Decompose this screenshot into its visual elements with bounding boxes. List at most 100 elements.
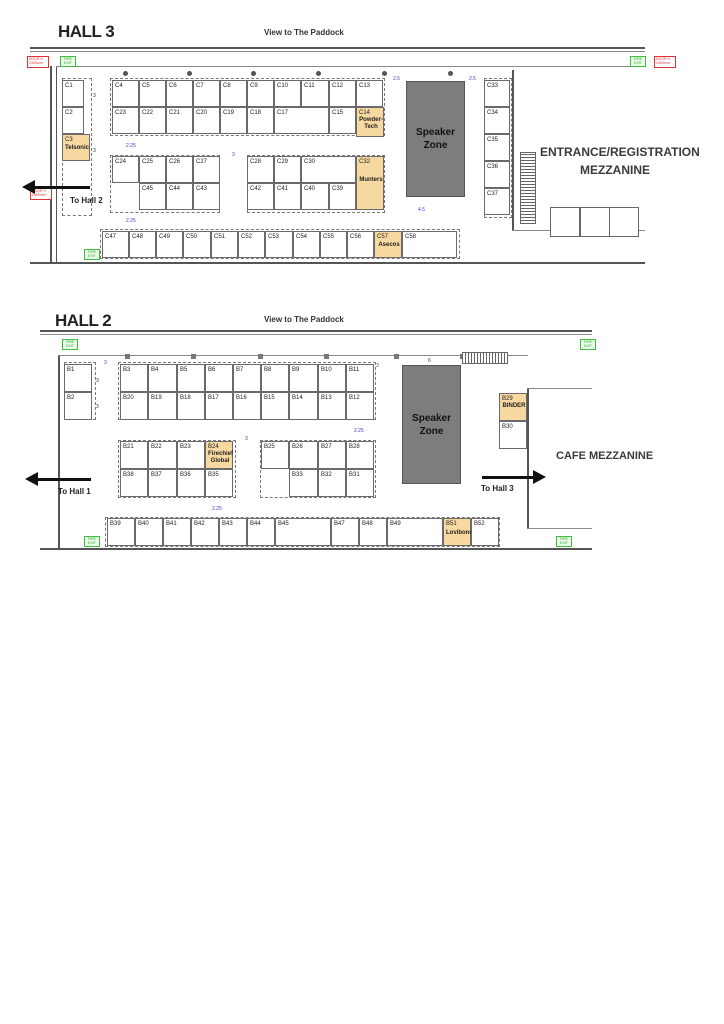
booth-c30[interactable]: C30 — [301, 156, 356, 183]
hall3-arrow-to-hall2[interactable] — [22, 180, 90, 194]
booth-b14[interactable]: B14 — [289, 392, 318, 420]
booth-b23[interactable]: B23 — [177, 441, 205, 469]
booth-c20[interactable]: C20 — [193, 107, 220, 134]
booth-c2[interactable]: C2 — [62, 107, 84, 134]
hall2-arrow-to-hall1[interactable] — [25, 472, 91, 486]
booth-b48[interactable]: B48 — [359, 518, 387, 546]
booth-c19[interactable]: C19 — [220, 107, 247, 134]
booth-b25[interactable]: B25 — [261, 441, 289, 469]
booth-c48[interactable]: C48 — [129, 231, 156, 258]
booth-b31[interactable]: B31 — [346, 469, 374, 497]
booth-b26[interactable]: B26 — [289, 441, 318, 469]
booth-b27[interactable]: B27 — [318, 441, 346, 469]
booth-b49[interactable]: B49 — [387, 518, 443, 546]
booth-c18[interactable]: C18 — [247, 107, 274, 134]
booth-b13[interactable]: B13 — [318, 392, 346, 420]
booth-b11[interactable]: B11 — [346, 364, 374, 392]
booth-b19[interactable]: B19 — [148, 392, 177, 420]
booth-c52[interactable]: C52 — [238, 231, 265, 258]
booth-c22[interactable]: C22 — [139, 107, 166, 134]
booth-c45[interactable]: C45 — [139, 183, 166, 210]
booth-b6[interactable]: B6 — [205, 364, 233, 392]
booth-b18[interactable]: B18 — [177, 392, 205, 420]
booth-b38[interactable]: B38 — [120, 469, 148, 497]
booth-c43[interactable]: C43 — [193, 183, 220, 210]
booth-c54[interactable]: C54 — [293, 231, 320, 258]
booth-c35[interactable]: C35 — [484, 134, 510, 161]
booth-c10[interactable]: C10 — [274, 80, 301, 107]
booth-b4[interactable]: B4 — [148, 364, 177, 392]
booth-b30[interactable]: B30 — [499, 421, 527, 449]
booth-b52[interactable]: B52 — [471, 518, 499, 546]
booth-c15[interactable]: C15 — [329, 107, 356, 134]
booth-b5[interactable]: B5 — [177, 364, 205, 392]
booth-c44[interactable]: C44 — [166, 183, 193, 210]
booth-c9[interactable]: C9 — [247, 80, 274, 107]
booth-b40[interactable]: B40 — [135, 518, 163, 546]
booth-c17[interactable]: C17 — [274, 107, 329, 134]
booth-b12[interactable]: B12 — [346, 392, 374, 420]
booth-b20[interactable]: B20 — [120, 392, 148, 420]
booth-c25[interactable]: C25 — [139, 156, 166, 183]
booth-b33[interactable]: B33 — [289, 469, 318, 497]
hall2-arrow-to-hall3[interactable] — [482, 470, 546, 484]
booth-b37[interactable]: B37 — [148, 469, 177, 497]
booth-c28[interactable]: C28 — [247, 156, 274, 183]
booth-b22[interactable]: B22 — [148, 441, 177, 469]
booth-b15[interactable]: B15 — [261, 392, 289, 420]
booth-c27[interactable]: C27 — [193, 156, 220, 183]
booth-b9[interactable]: B9 — [289, 364, 318, 392]
booth-b1[interactable]: B1 — [64, 364, 92, 392]
booth-c1[interactable]: C1 — [62, 80, 84, 107]
booth-c5[interactable]: C5 — [139, 80, 166, 107]
booth-c21[interactable]: C21 — [166, 107, 193, 134]
booth-b41[interactable]: B41 — [163, 518, 191, 546]
booth-c23[interactable]: C23 — [112, 107, 139, 134]
booth-c47[interactable]: C47 — [102, 231, 129, 258]
booth-c24[interactable]: C24 — [112, 156, 139, 183]
booth-c7[interactable]: C7 — [193, 80, 220, 107]
booth-c55[interactable]: C55 — [320, 231, 347, 258]
booth-c11[interactable]: C11 — [301, 80, 329, 107]
booth-c50[interactable]: C50 — [183, 231, 211, 258]
booth-b21[interactable]: B21 — [120, 441, 148, 469]
booth-c49[interactable]: C49 — [156, 231, 183, 258]
booth-b45[interactable]: B45 — [275, 518, 331, 546]
booth-c26[interactable]: C26 — [166, 156, 193, 183]
booth-b32[interactable]: B32 — [318, 469, 346, 497]
booth-c58[interactable]: C58 — [402, 231, 457, 258]
booth-c56[interactable]: C56 — [347, 231, 374, 258]
booth-b8[interactable]: B8 — [261, 364, 289, 392]
booth-c29[interactable]: C29 — [274, 156, 301, 183]
booth-c33[interactable]: C33 — [484, 80, 510, 107]
booth-c34[interactable]: C34 — [484, 107, 510, 134]
booth-c53[interactable]: C53 — [265, 231, 293, 258]
booth-c36[interactable]: C36 — [484, 161, 510, 188]
booth-b17[interactable]: B17 — [205, 392, 233, 420]
booth-c40[interactable]: C40 — [301, 183, 329, 210]
booth-b44[interactable]: B44 — [247, 518, 275, 546]
booth-c37[interactable]: C37 — [484, 188, 510, 215]
booth-c51[interactable]: C51 — [211, 231, 238, 258]
booth-b43[interactable]: B43 — [219, 518, 247, 546]
booth-c41[interactable]: C41 — [274, 183, 301, 210]
booth-c13[interactable]: C13 — [356, 80, 383, 107]
booth-b3[interactable]: B3 — [120, 364, 148, 392]
booth-c12[interactable]: C12 — [329, 80, 356, 107]
booth-b28[interactable]: B28 — [346, 441, 374, 469]
booth-b47[interactable]: B47 — [331, 518, 359, 546]
booth-c8[interactable]: C8 — [220, 80, 247, 107]
booth-b16[interactable]: B16 — [233, 392, 261, 420]
booth-c4[interactable]: C4 — [112, 80, 139, 107]
booth-b42[interactable]: B42 — [191, 518, 219, 546]
booth-b36[interactable]: B36 — [177, 469, 205, 497]
booth-c42[interactable]: C42 — [247, 183, 274, 210]
booth-b2[interactable]: B2 — [64, 392, 92, 420]
